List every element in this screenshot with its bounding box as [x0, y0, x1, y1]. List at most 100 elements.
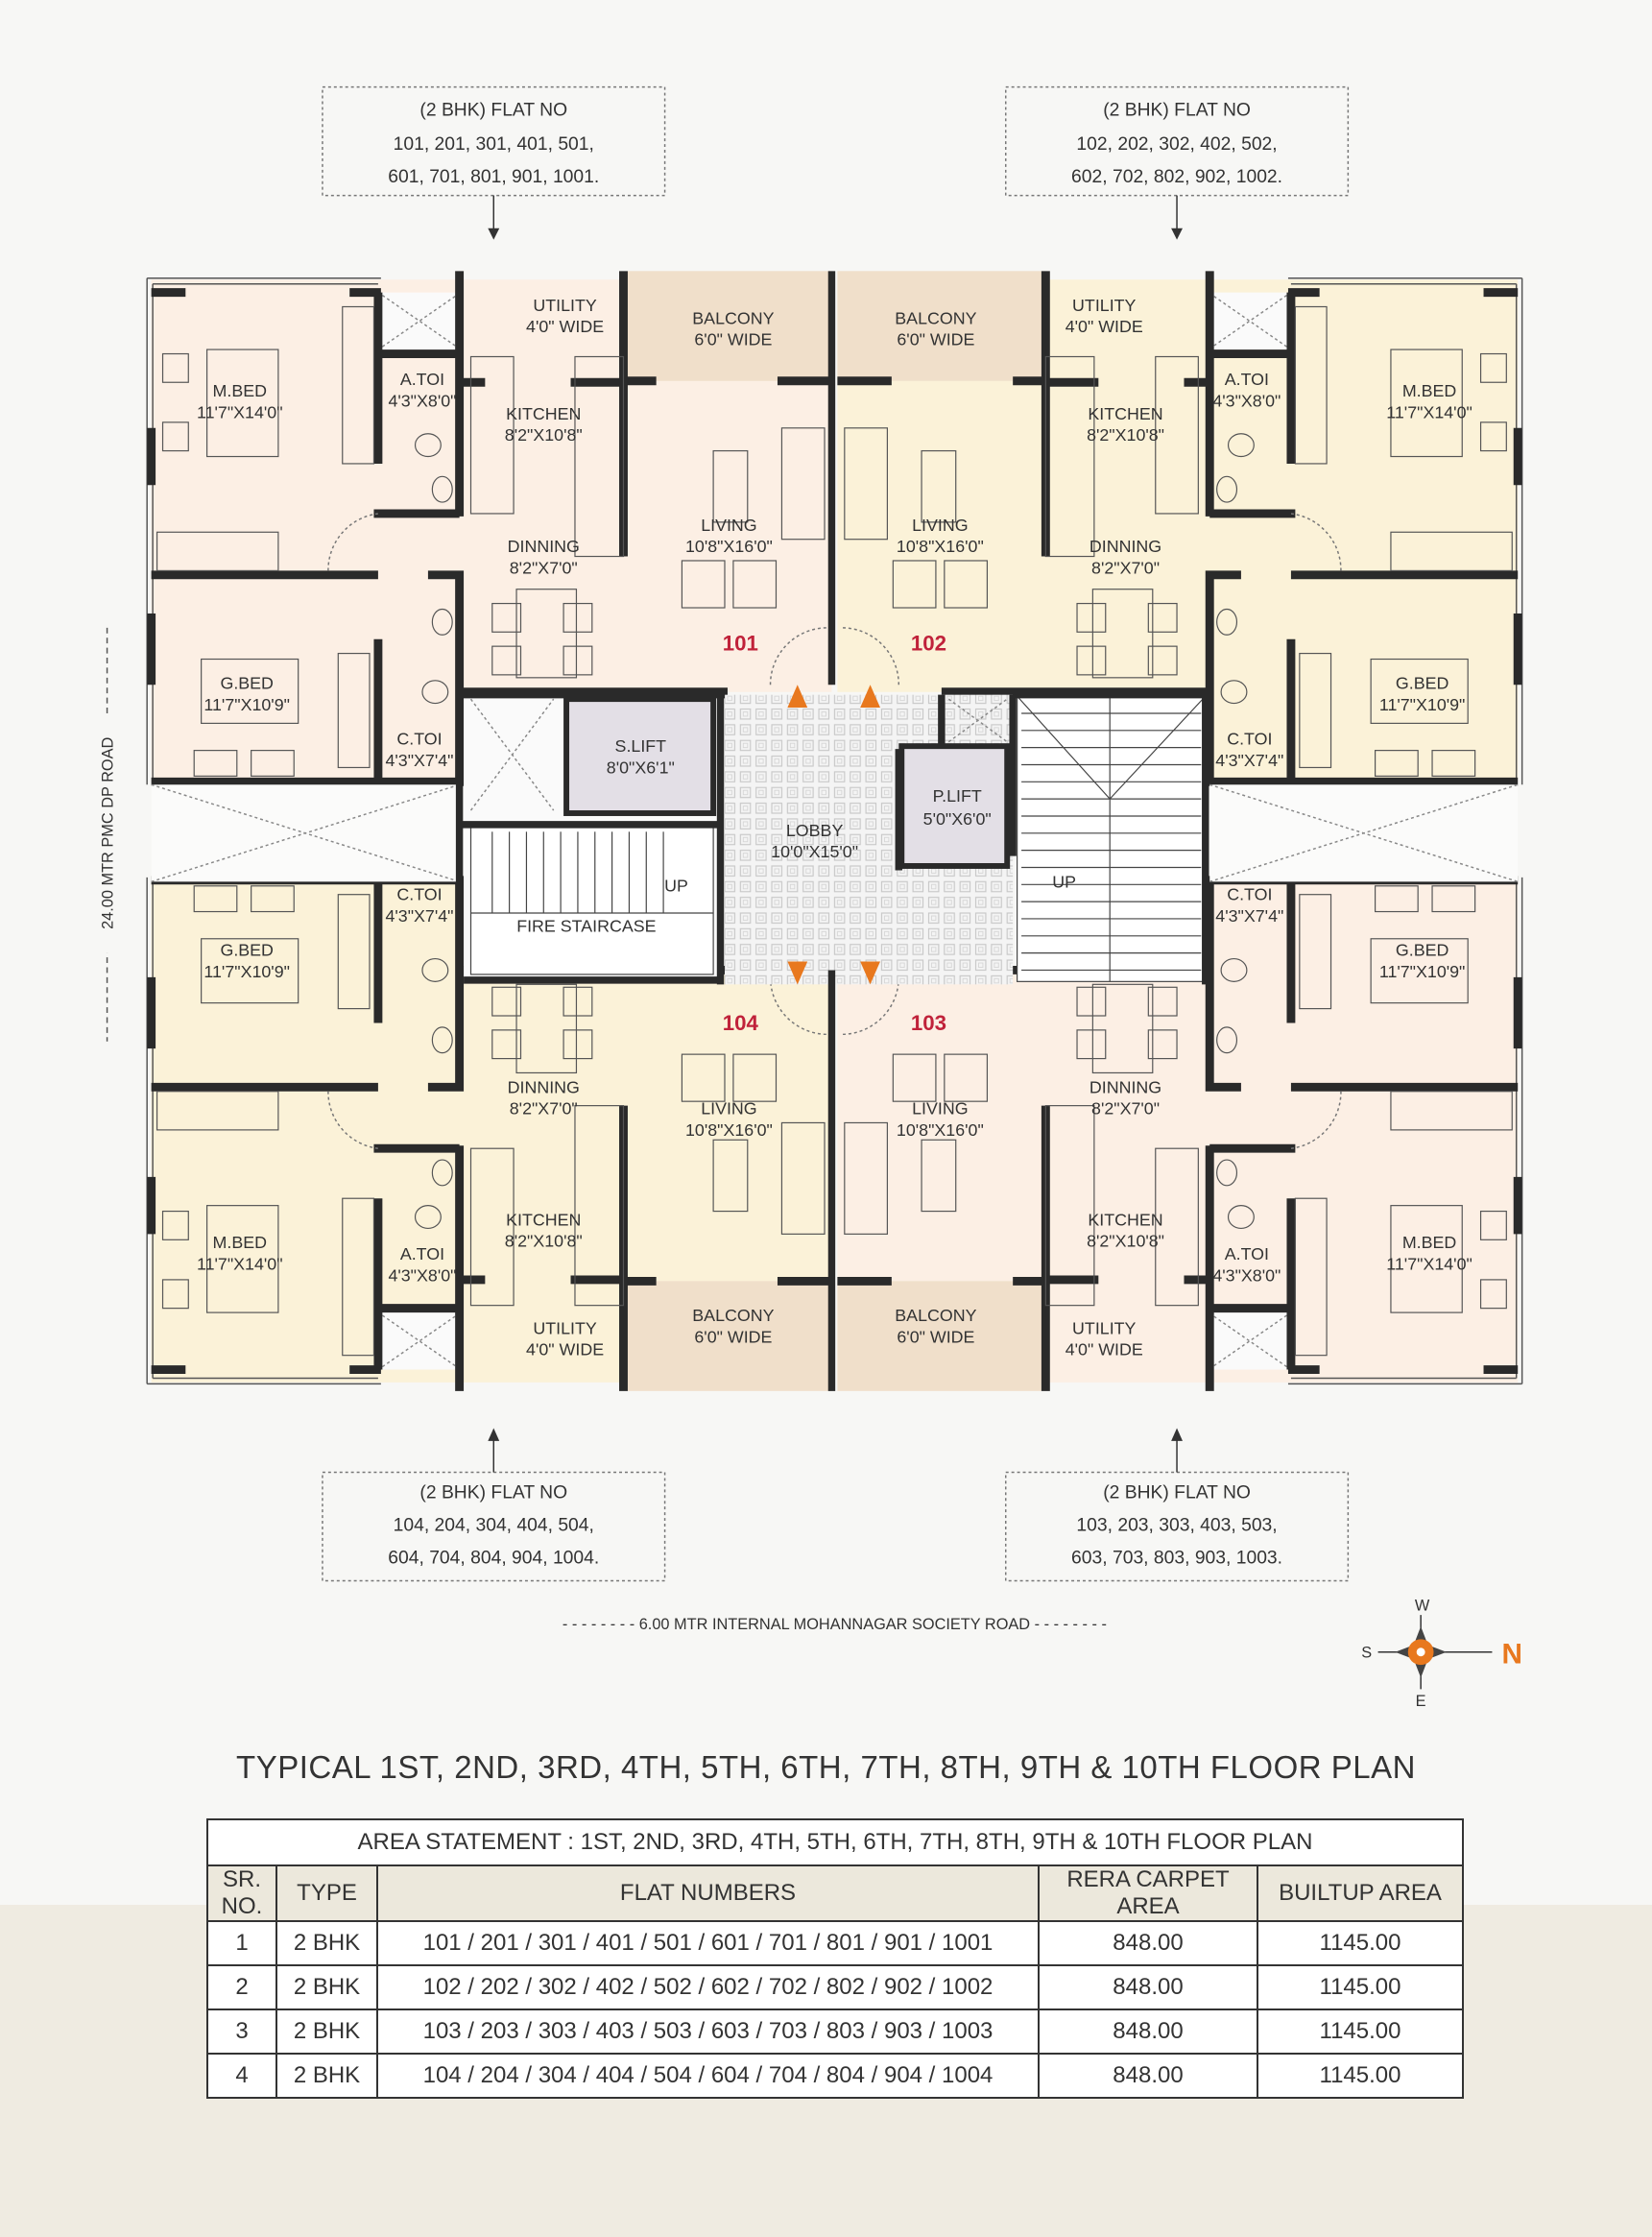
sofa-icon	[681, 1053, 826, 1235]
toilet-icon	[1216, 957, 1255, 1230]
room-dimension: 4'3"X7'4"	[1215, 906, 1283, 926]
room-dimension: 10'8"X16'0"	[685, 537, 773, 556]
room-name: M.BED	[213, 381, 268, 400]
dining-table-icon	[491, 983, 593, 1074]
callout-line: (2 BHK) FLAT NO	[1103, 100, 1251, 120]
room-name: UTILITY	[1072, 1318, 1136, 1337]
room-dimension: 4'3"X7'4"	[385, 906, 453, 926]
entry-arrows	[787, 685, 880, 985]
entry-arrow-icon	[860, 961, 880, 985]
room-dimension: 8'2"X7'0"	[510, 1099, 578, 1118]
room-dimension: 4'3"X8'0"	[1212, 1265, 1281, 1285]
flat-number: 104	[723, 1011, 759, 1035]
main-staircase	[1017, 695, 1207, 982]
service-lift	[563, 696, 717, 816]
room-dimension: 4'3"X8'0"	[388, 1265, 456, 1285]
room-name: BALCONY	[692, 1306, 774, 1325]
cell: 102 / 202 / 302 / 402 / 502 / 602 / 702 …	[376, 1964, 1040, 2010]
entry-arrow-icon	[787, 685, 808, 709]
room-name: KITCHEN	[506, 404, 581, 423]
arrow-up-icon	[488, 1428, 500, 1441]
room-dimension: 6'0" WIDE	[897, 1327, 974, 1346]
room-dimension: 11'7"X10'9"	[1379, 962, 1466, 981]
flat-103	[837, 876, 1523, 1391]
room-dimension: 4'3"X7'4"	[1215, 751, 1283, 770]
room-dimension: 4'0" WIDE	[1065, 1340, 1143, 1359]
bed-icon	[156, 305, 375, 777]
room-name: UTILITY	[533, 296, 596, 315]
room-dimension: 8'2"X10'8"	[1087, 425, 1164, 445]
room-name: A.TOI	[1225, 1244, 1269, 1263]
table-caption: AREA STATEMENT : 1ST, 2ND, 3RD, 4TH, 5TH…	[206, 1818, 1464, 1866]
room-name: UTILITY	[1072, 296, 1136, 315]
duct-shaft	[381, 294, 458, 348]
room-name: LIVING	[701, 516, 756, 535]
room-dimension: 10'8"X16'0"	[897, 1120, 984, 1140]
callout-top-right: (2 BHK) FLAT NO 102, 202, 302, 402, 502,…	[1004, 85, 1350, 240]
balcony-area	[837, 1281, 1041, 1391]
callout-bottom-left: (2 BHK) FLAT NO 104, 204, 304, 404, 504,…	[322, 1428, 666, 1582]
cell: 2	[206, 1964, 277, 2010]
room-name: UTILITY	[533, 1318, 596, 1337]
arrow-up-icon	[1171, 1428, 1183, 1441]
arrow-down-icon	[1171, 228, 1183, 240]
cell: 2 BHK	[275, 1920, 378, 1966]
page-title: TYPICAL 1ST, 2ND, 3RD, 4TH, 5TH, 6TH, 7T…	[236, 1749, 1416, 1785]
col-header-sr: SR. NO.	[206, 1864, 277, 1922]
room-name: KITCHEN	[1088, 404, 1162, 423]
room-dimension: 6'0" WIDE	[897, 330, 974, 349]
room-name: C.TOI	[1227, 730, 1272, 749]
cell: 104 / 204 / 304 / 404 / 504 / 604 / 704 …	[376, 2053, 1040, 2099]
cell: 4	[206, 2053, 277, 2099]
dining-table-icon	[1076, 589, 1178, 679]
callout-top-left: (2 BHK) FLAT NO 101, 201, 301, 401, 501,…	[322, 85, 666, 240]
bed-icon	[1294, 305, 1513, 777]
cell: 848.00	[1038, 1964, 1258, 2010]
room-dimension: 6'0" WIDE	[694, 330, 772, 349]
room-name: C.TOI	[396, 885, 442, 904]
corridor-shafts	[151, 783, 1519, 883]
callout-bottom-right: (2 BHK) FLAT NO 103, 203, 303, 403, 503,…	[1004, 1428, 1350, 1582]
duct-shaft	[1211, 1314, 1287, 1368]
cell: 103 / 203 / 303 / 403 / 503 / 603 / 703 …	[376, 2008, 1040, 2055]
cell: 848.00	[1038, 1920, 1258, 1966]
room-name: A.TOI	[1225, 370, 1269, 389]
cell: 1	[206, 1920, 277, 1966]
lobby-dim: 10'0"X15'0"	[771, 842, 858, 861]
room-dimension: 8'2"X7'0"	[1091, 1099, 1160, 1118]
cell: 1145.00	[1257, 2053, 1464, 2099]
room-name: LIVING	[701, 1099, 756, 1118]
compass-icon: S W E N	[1361, 1598, 1522, 1711]
room-dimension: 8'2"X10'8"	[505, 1232, 583, 1251]
cell: 2 BHK	[275, 1964, 378, 2010]
toilet-icon	[1216, 433, 1255, 705]
sofa-icon	[844, 1053, 989, 1235]
service-lift-dim: 8'0"X6'1"	[607, 758, 675, 777]
bed-icon	[1294, 885, 1513, 1357]
callout-line: 604, 704, 804, 904, 1004.	[388, 1549, 599, 1569]
toilet-icon	[414, 433, 453, 705]
fire-stair-up-label: UP	[664, 877, 688, 896]
duct-shaft	[381, 1314, 458, 1368]
room-name: LIVING	[912, 516, 968, 535]
room-dimension: 11'7"X10'9"	[1379, 695, 1466, 714]
room-dimension: 4'3"X8'0"	[388, 392, 456, 411]
room-name: G.BED	[220, 674, 274, 693]
duct-shaft	[1211, 294, 1287, 348]
room-name: BALCONY	[692, 308, 774, 327]
flat-102	[837, 271, 1523, 786]
room-name: G.BED	[1396, 674, 1449, 693]
callout-line: 601, 701, 801, 901, 1001.	[388, 167, 599, 187]
room-dimension: 10'8"X16'0"	[685, 1120, 773, 1140]
room-name: DINNING	[508, 537, 580, 556]
cell: 3	[206, 2008, 277, 2055]
callout-line: (2 BHK) FLAT NO	[419, 100, 567, 120]
cell: 2 BHK	[275, 2053, 378, 2099]
core: S.LIFT 8'0"X6'1" P.LIFT 5'0"X6'0" LOBBY …	[455, 271, 1209, 1391]
room-dimension: 11'7"X10'9"	[204, 695, 290, 714]
room-dimension: 4'3"X8'0"	[1212, 392, 1281, 411]
flat-number: 101	[723, 632, 758, 656]
